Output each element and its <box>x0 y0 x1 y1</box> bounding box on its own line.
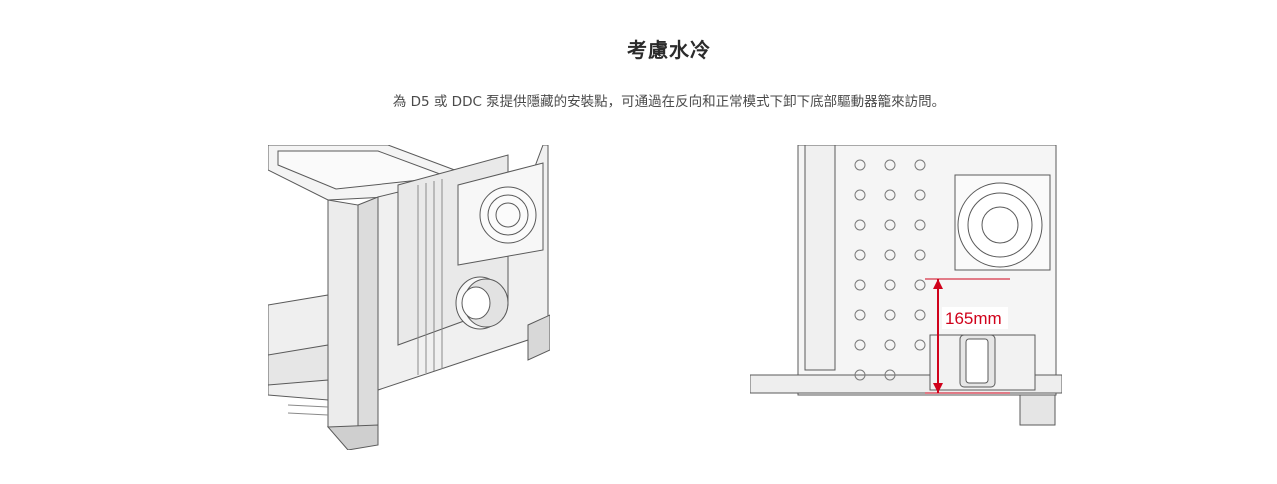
pump-clearance-dimension-label: 165mm <box>945 309 1002 328</box>
case-side-dimension-illustration: 165mm <box>750 145 1062 430</box>
section-description: 為 D5 或 DDC 泵提供隱藏的安裝點，可通過在反向和正常模式下卸下底部驅動器… <box>392 94 946 110</box>
section-title: 考慮水冷 <box>627 38 711 62</box>
case-pump-isometric-illustration <box>268 145 550 450</box>
